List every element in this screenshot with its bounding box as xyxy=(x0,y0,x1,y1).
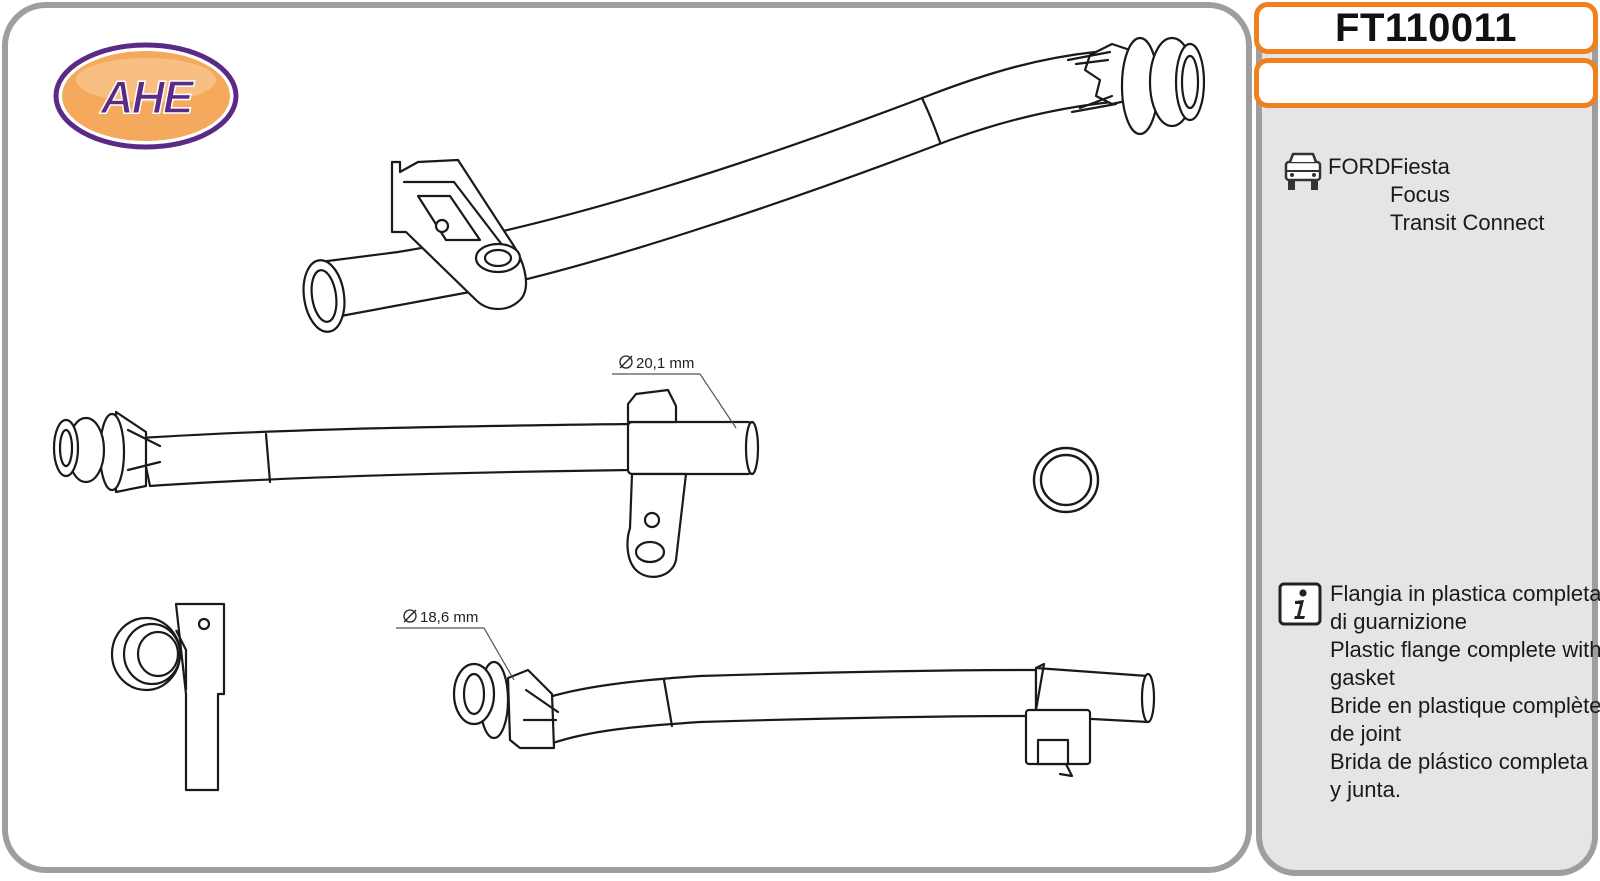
dimension-label-18-6: 18,6 mm xyxy=(420,609,478,626)
dimension-20-1: 20,1 mm xyxy=(612,355,737,429)
description-line: Brida de plástico completa xyxy=(1330,749,1589,774)
car-icon xyxy=(1284,152,1322,190)
vehicle-model: Fiesta xyxy=(1390,154,1450,179)
technical-drawing: AHE xyxy=(52,36,1206,792)
dimension-label-20-1: 20,1 mm xyxy=(636,355,694,372)
vehicle-model: Focus xyxy=(1390,182,1450,207)
vehicle-application: FORD Fiesta Focus Transit Connect xyxy=(1284,152,1584,252)
hose-perspective-view xyxy=(302,36,1206,333)
part-code: FT110011 xyxy=(1335,5,1517,50)
vehicle-model: Transit Connect xyxy=(1390,210,1545,235)
vehicle-make: FORD xyxy=(1328,154,1391,179)
hose-bottom-view xyxy=(452,660,1156,778)
ahe-logo: AHE xyxy=(53,42,239,150)
secondary-code-box xyxy=(1254,58,1598,108)
description-line: Flangia in plastica completa xyxy=(1330,581,1600,606)
description-line: Bride en plastique complète xyxy=(1330,693,1600,718)
description-line: Plastic flange complete with xyxy=(1330,637,1600,662)
sealing-ring xyxy=(1032,446,1100,514)
description-line: y junta. xyxy=(1330,777,1401,802)
flange-end-view xyxy=(110,602,226,792)
dimension-18-6: 18,6 mm xyxy=(396,609,515,681)
description-line: di guarnizione xyxy=(1330,609,1467,634)
hose-side-view xyxy=(52,388,760,578)
drawing-panel: AHE xyxy=(2,2,1252,873)
info-panel xyxy=(1256,2,1598,876)
info-icon xyxy=(1278,582,1322,626)
description-line: gasket xyxy=(1330,665,1395,690)
part-code-box: FT110011 xyxy=(1254,2,1598,54)
logo-text: AHE xyxy=(99,71,194,123)
description-lines: Flangia in plastica completa di guarnizi… xyxy=(1330,580,1600,804)
description-line: de joint xyxy=(1330,721,1401,746)
